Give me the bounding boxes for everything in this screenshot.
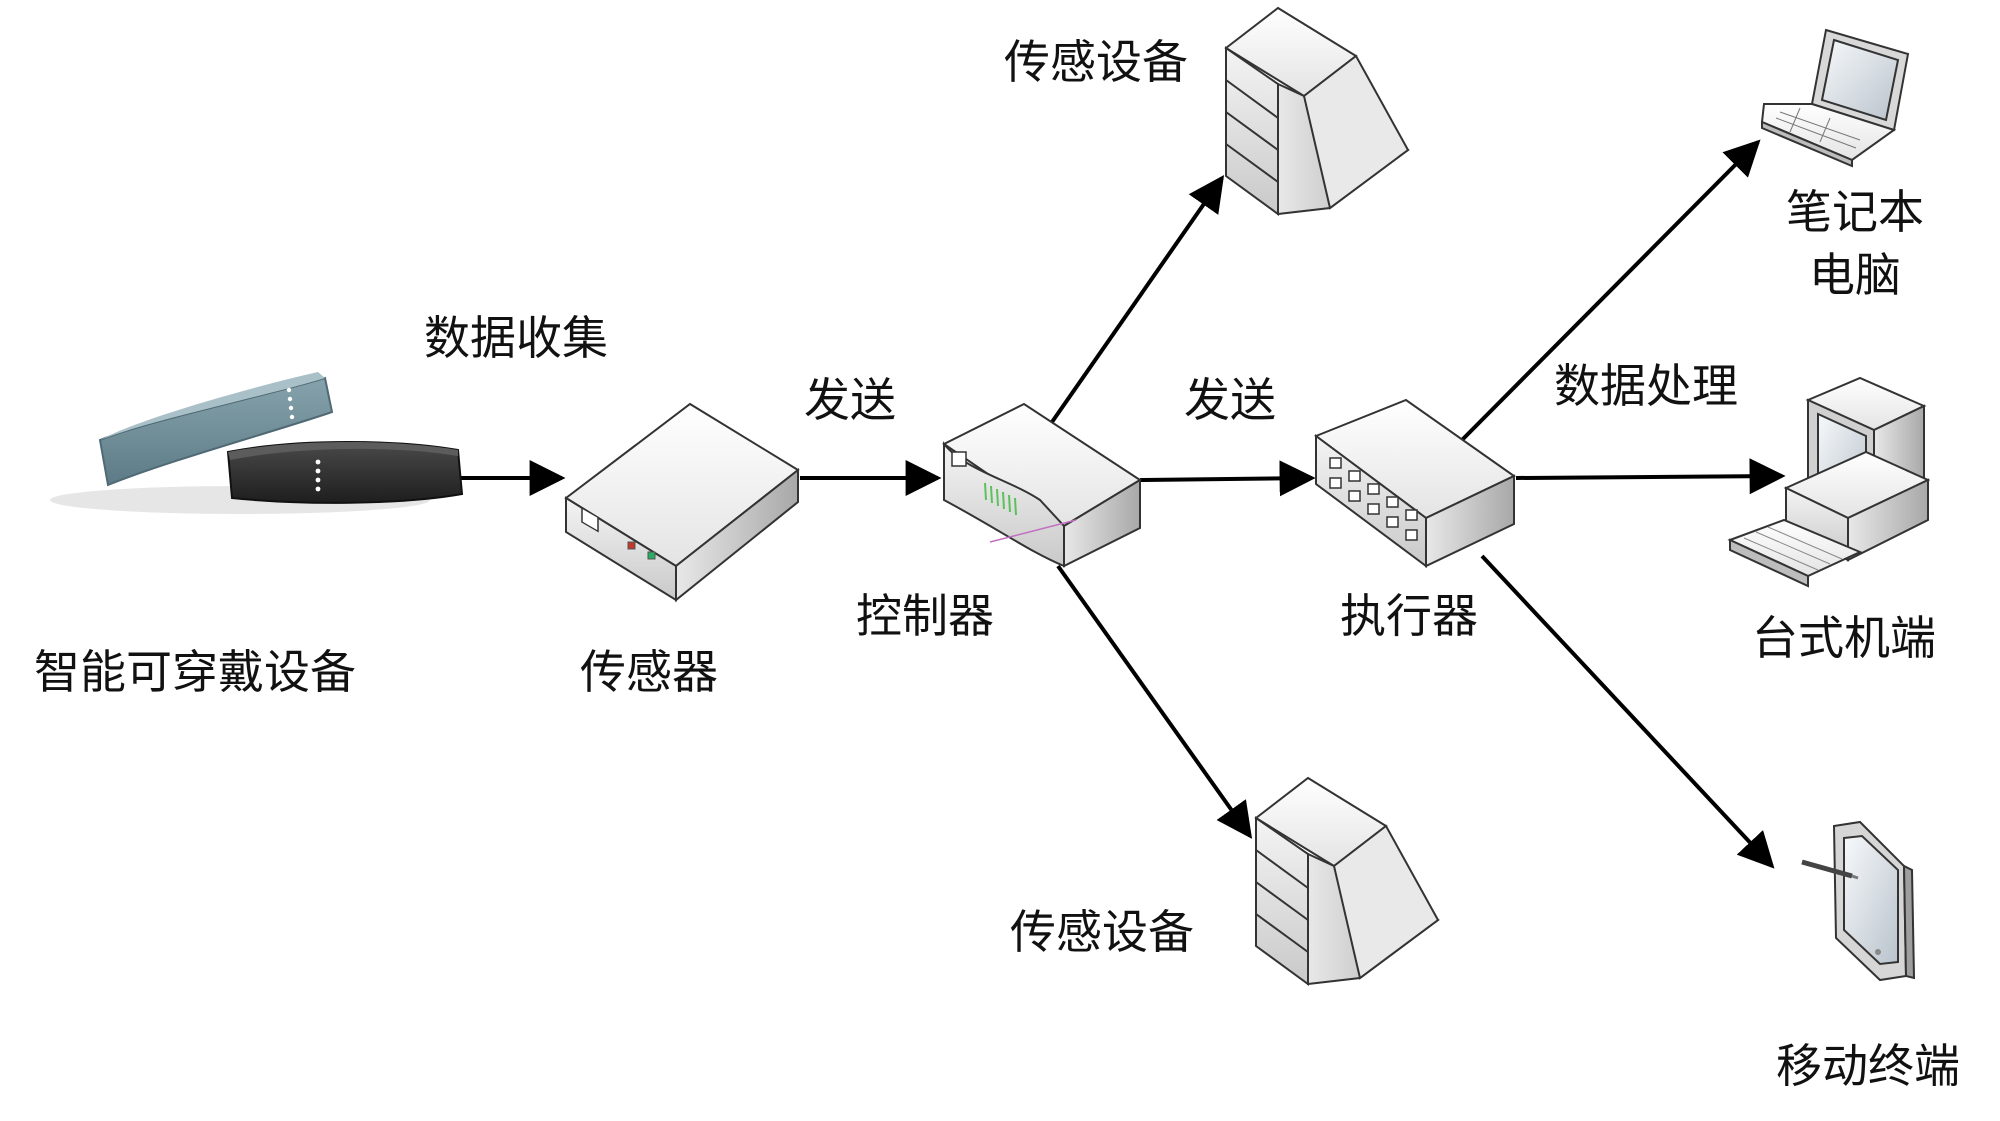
edge-executor-desktop (1515, 458, 1786, 495)
fitness-band-icon (50, 372, 464, 514)
sensor-box-icon (564, 402, 800, 603)
edges (460, 139, 1786, 869)
tablet-stylus-icon (1801, 820, 1916, 982)
edge-controller-sensing-top (1050, 175, 1225, 424)
label-laptop: 笔记本 电脑 (1770, 186, 1940, 302)
edge-controller-executor (1139, 460, 1316, 497)
label-executor: 执行器 (1340, 589, 1478, 643)
label-wearable: 智能可穿戴设备 (34, 645, 356, 699)
edge-label-collect: 数据收集 (424, 311, 608, 365)
desktop-computer-icon (1727, 376, 1931, 588)
server-tower-icon (1254, 776, 1440, 986)
label-desktop: 台式机端 (1752, 611, 1936, 665)
label-laptop-line2: 电脑 (1809, 247, 1901, 302)
label-sensing-device-top: 传感设备 (1004, 35, 1188, 89)
edge-label-send-1: 发送 (804, 373, 896, 427)
edge-label-process: 数据处理 (1554, 359, 1738, 413)
edge-controller-sensing-bottom (1056, 564, 1253, 839)
label-controller: 控制器 (856, 589, 994, 643)
network-switch-icon (1313, 398, 1516, 568)
edge-label-send-2: 发送 (1184, 373, 1276, 427)
edge-executor-mobile (1480, 554, 1775, 869)
edge-executor-laptop (1460, 139, 1761, 442)
server-tower-icon (1224, 6, 1410, 216)
label-sensor: 传感器 (580, 645, 718, 699)
laptop-icon (1760, 28, 1910, 168)
router-icon (942, 402, 1142, 568)
label-laptop-line1: 笔记本 (1786, 185, 1924, 239)
label-mobile: 移动终端 (1776, 1039, 1960, 1093)
label-sensing-device-bottom: 传感设备 (1010, 905, 1194, 959)
